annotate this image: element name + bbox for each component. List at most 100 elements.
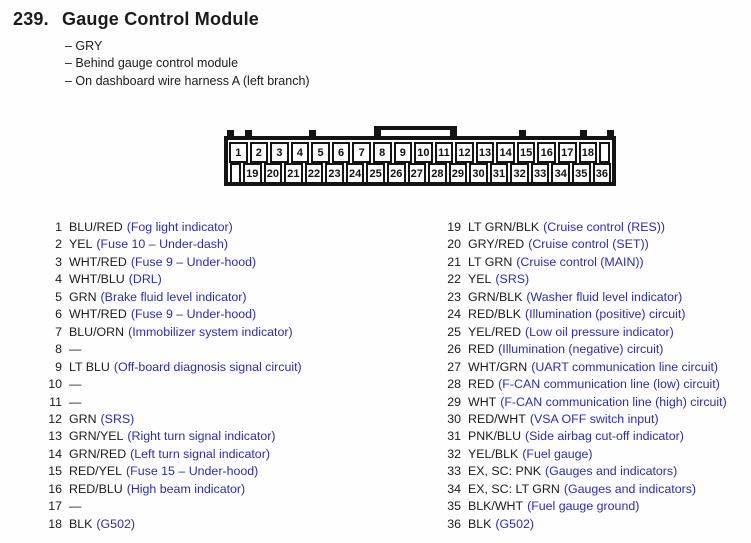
pin-circuit-link[interactable]: (Illumination (negative) circuit) xyxy=(498,341,663,358)
pin-row: 1BLU/RED(Fog light indicator) xyxy=(36,219,302,236)
pin-wire-color: BLU/ORN xyxy=(69,324,124,341)
pin-row: 14GRN/RED(Left turn signal indicator) xyxy=(36,446,302,463)
connector-pin-cell: 6 xyxy=(332,142,351,163)
pin-row: 3WHT/RED(Fuse 9 – Under-hood) xyxy=(36,254,302,271)
pin-wire-color: GRN/RED xyxy=(69,446,126,463)
pin-circuit-link[interactable]: (Left turn signal indicator) xyxy=(130,446,270,463)
pin-row: 23GRN/BLK(Washer fluid level indicator) xyxy=(435,289,727,306)
pin-circuit-link[interactable]: (Low oil pressure indicator) xyxy=(525,324,674,341)
connector-pin-cell: 2 xyxy=(250,142,269,163)
pin-number: 15 xyxy=(36,463,62,480)
pin-circuit-link[interactable]: (VSA OFF switch input) xyxy=(530,411,659,428)
pin-row: 26RED(Illumination (negative) circuit) xyxy=(435,341,727,358)
pin-circuit-link[interactable]: (SRS) xyxy=(495,271,529,288)
pin-circuit-link[interactable]: (Fuse 9 – Under-hood) xyxy=(131,254,256,271)
pin-wire-color: RED/YEL xyxy=(69,463,122,480)
pin-circuit-link[interactable]: (Fuse 10 – Under-dash) xyxy=(96,236,228,253)
pin-circuit-link[interactable]: (Washer fluid level indicator) xyxy=(526,289,682,306)
pin-circuit-link[interactable]: (Off-board diagnosis signal circuit) xyxy=(114,359,302,376)
pin-number: 25 xyxy=(435,324,461,341)
pin-circuit-link[interactable]: (Cruise control (SET)) xyxy=(528,236,648,253)
pin-wire-color: GRN xyxy=(69,289,97,306)
pin-row: 22YEL(SRS) xyxy=(435,271,727,288)
connector-pin-cell: 7 xyxy=(352,142,371,163)
pin-circuit-link[interactable]: (Fuel gauge) xyxy=(522,446,592,463)
connector-tab xyxy=(245,130,252,138)
pin-circuit-link[interactable]: (Illumination (positive) circuit) xyxy=(525,306,685,323)
pin-row: 25 YEL/RED(Low oil pressure indicator) xyxy=(435,324,727,341)
pin-wire-color: EX, SC: PNK xyxy=(468,463,541,480)
pin-circuit-link[interactable]: (Fog light indicator) xyxy=(127,219,233,236)
pin-circuit-link[interactable]: (Immobilizer system indicator) xyxy=(128,324,293,341)
note-line: – GRY xyxy=(65,38,310,55)
pin-wire-color: BLU/RED xyxy=(69,219,123,236)
pin-circuit-link[interactable]: (Right turn signal indicator) xyxy=(127,428,275,445)
pin-wire-color: LT BLU xyxy=(69,359,110,376)
connector-pin-cell: 30 xyxy=(469,163,488,184)
connector-pin-cell: 22 xyxy=(305,163,324,184)
pin-wire-color: PNK/BLU xyxy=(468,428,521,445)
pin-number: 16 xyxy=(36,481,62,498)
pin-row: 10— xyxy=(36,376,302,393)
pin-number: 12 xyxy=(36,411,62,428)
pin-number: 35 xyxy=(435,498,461,515)
pin-number: 8 xyxy=(36,341,62,358)
connector-blank-cell xyxy=(599,142,610,163)
pin-number: 11 xyxy=(36,394,62,411)
pin-row: 9LT BLU(Off-board diagnosis signal circu… xyxy=(36,359,302,376)
pin-circuit-link[interactable]: (SRS) xyxy=(101,411,135,428)
pin-number: 6 xyxy=(36,306,62,323)
pin-circuit-link[interactable]: (G502) xyxy=(96,516,135,533)
pin-number: 31 xyxy=(435,428,461,445)
pin-number: 22 xyxy=(435,271,461,288)
pin-circuit-link[interactable]: (DRL) xyxy=(129,271,162,288)
pin-row: 16 RED/BLU(High beam indicator) xyxy=(36,481,302,498)
pin-wire-color: YEL xyxy=(69,236,92,253)
connector-pin-cell: 25 xyxy=(366,163,385,184)
pin-row: 24RED/BLK(Illumination (positive) circui… xyxy=(435,306,727,323)
pin-circuit-link[interactable]: (Gauges and indicators) xyxy=(564,481,696,498)
pin-circuit-link[interactable]: (Fuse 15 – Under-hood) xyxy=(126,463,258,480)
pin-wire-color: GRN/BLK xyxy=(468,289,522,306)
pin-circuit-link[interactable]: (UART communication line circuit) xyxy=(531,359,718,376)
pin-circuit-link[interactable]: (F-CAN communication line (low) circuit) xyxy=(498,376,720,393)
pin-circuit-link[interactable]: (F-CAN communication line (high) circuit… xyxy=(500,394,727,411)
pin-wire-color: WHT/GRN xyxy=(468,359,527,376)
pin-number: 29 xyxy=(435,394,461,411)
pin-row: 34EX, SC: LT GRN(Gauges and indicators) xyxy=(435,481,727,498)
pin-number: 27 xyxy=(435,359,461,376)
pin-circuit-link[interactable]: (Cruise control (MAIN)) xyxy=(516,254,643,271)
connector-pin-cell: 12 xyxy=(455,142,474,163)
pin-circuit-link[interactable]: (Fuse 9 – Under-hood) xyxy=(131,306,256,323)
pin-circuit-link[interactable]: (Side airbag cut-off indicator) xyxy=(525,428,684,445)
pin-row: 2 YEL(Fuse 10 – Under-dash) xyxy=(36,236,302,253)
pin-number: 33 xyxy=(435,463,461,480)
pin-circuit-link[interactable]: (G502) xyxy=(495,516,534,533)
pin-wire-color: BLK xyxy=(69,516,92,533)
pin-number: 7 xyxy=(36,324,62,341)
pin-circuit-link[interactable]: (Brake fluid level indicator) xyxy=(101,289,247,306)
pin-number: 2 xyxy=(36,236,62,253)
pin-row: 11— xyxy=(36,394,302,411)
pin-row: 30RED/WHT(VSA OFF switch input) xyxy=(435,411,727,428)
pin-circuit-link[interactable]: (Fuel gauge ground) xyxy=(527,498,639,515)
pin-number: 5 xyxy=(36,289,62,306)
pin-circuit-link[interactable]: (Cruise control (RES)) xyxy=(543,219,665,236)
pin-circuit-link[interactable]: (Gauges and indicators) xyxy=(545,463,677,480)
pin-circuit-link[interactable]: (High beam indicator) xyxy=(127,481,245,498)
connector-pin-cell: 11 xyxy=(435,142,454,163)
pin-wire-color: EX, SC: LT GRN xyxy=(468,481,560,498)
pin-wire-color: RED/BLK xyxy=(468,306,521,323)
pin-row: 6WHT/RED(Fuse 9 – Under-hood) xyxy=(36,306,302,323)
pin-row: 27 WHT/GRN(UART communication line circui… xyxy=(435,359,727,376)
page-title: 239.Gauge Control Module xyxy=(13,9,259,30)
note-line: – Behind gauge control module xyxy=(65,55,310,72)
pin-wire-color: GRN xyxy=(69,411,97,428)
pin-wire-color: RED/BLU xyxy=(69,481,123,498)
connector-tab xyxy=(519,130,526,138)
connector-pin-cell: 9 xyxy=(394,142,413,163)
pin-wire-color: YEL/RED xyxy=(468,324,521,341)
pin-wire-color: LT GRN xyxy=(468,254,512,271)
pin-row: 36BLK(G502) xyxy=(435,516,727,533)
connector-pin-cell: 14 xyxy=(496,142,515,163)
